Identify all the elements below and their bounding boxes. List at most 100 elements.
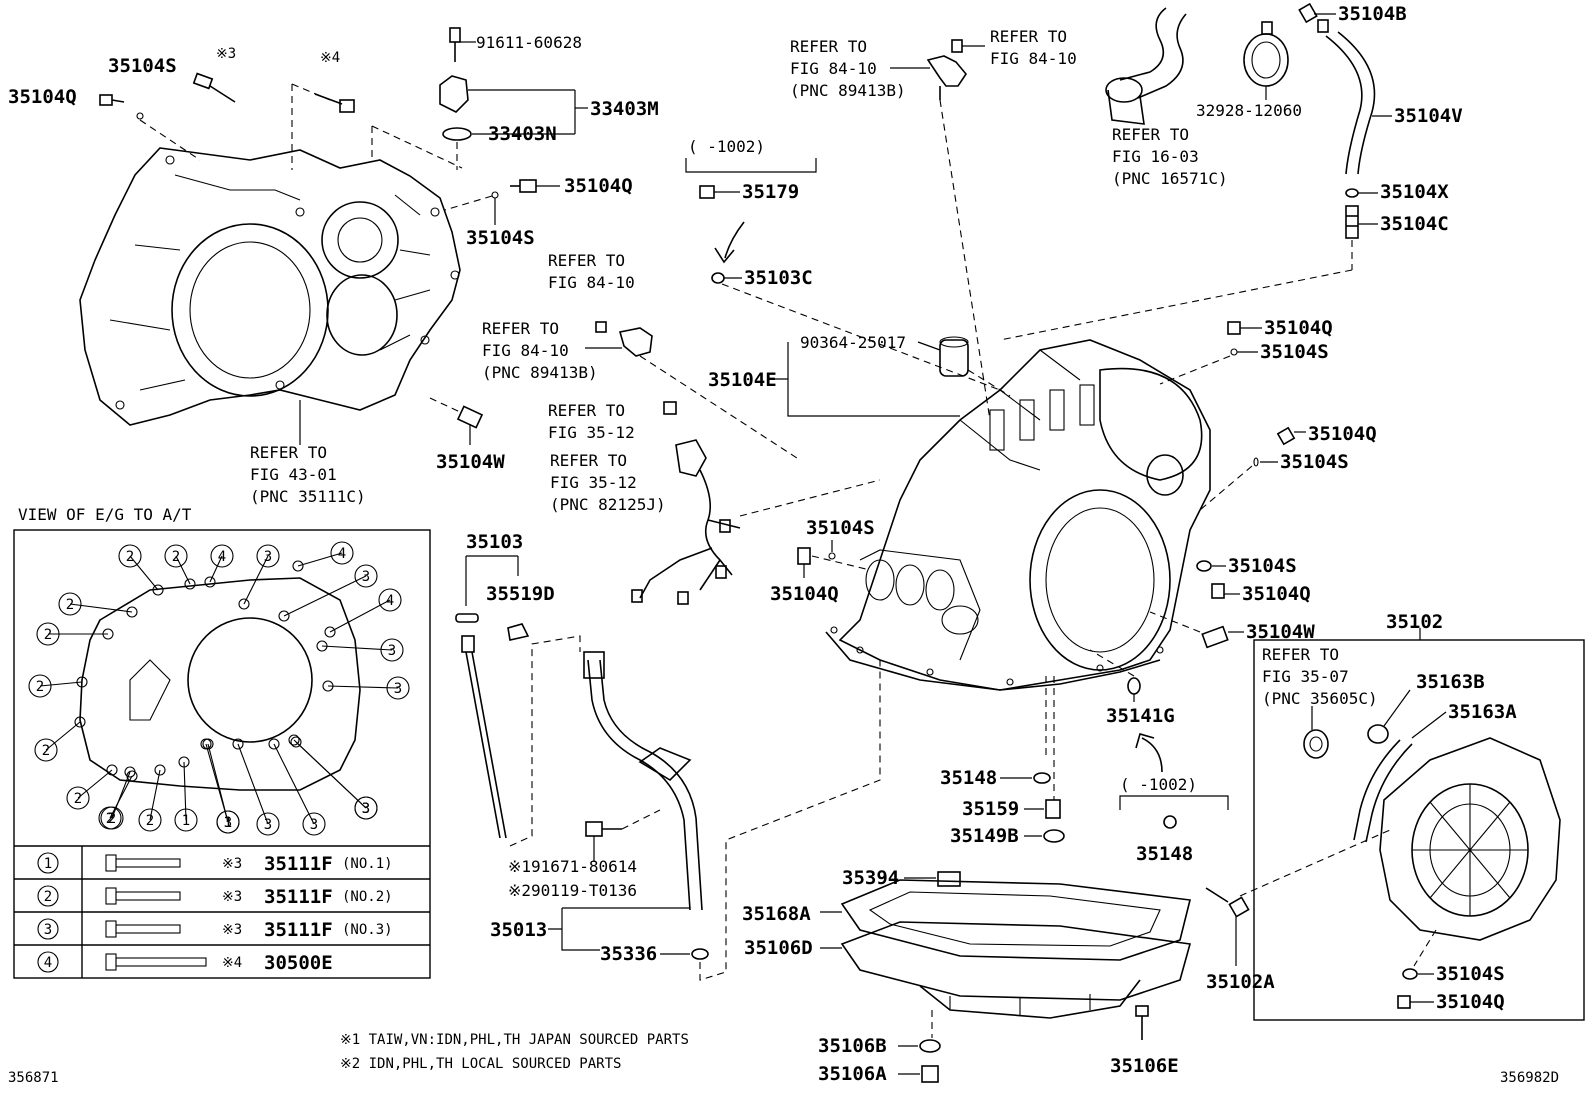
breather-plug-35104b [1298, 2, 1329, 33]
ref-fig-16-03-line1: REFER TO [1112, 125, 1189, 144]
row-part-number: 35111F [264, 853, 333, 875]
marker-label: 2 [74, 791, 82, 807]
bolt-hole [324, 626, 336, 638]
marker-leader [183, 761, 187, 821]
label-35104w: 35104W [1246, 621, 1315, 643]
marker-circle [380, 638, 404, 662]
ref-fig-84-10-d-line2: FIG 84-10 [482, 341, 569, 360]
bolt-hole [102, 628, 114, 640]
bolt-head-icon [105, 953, 117, 971]
ring-35149b [1043, 829, 1065, 843]
label-35103: 35103 [466, 531, 523, 553]
marker-leader [237, 743, 269, 825]
clamp-32928-12060 [1243, 21, 1289, 87]
dash-line [739, 479, 881, 517]
marker-label: 4 [218, 549, 226, 565]
ref-fig-35-07-line3: (PNC 35605C) [1262, 689, 1378, 708]
label-35104c: 35104C [1380, 213, 1449, 235]
bolt-hole [202, 738, 214, 750]
label-35104q: 35104Q [1436, 991, 1505, 1013]
view-marker: 3 [268, 738, 326, 836]
ref-fig-43-01-line1: REFER TO [250, 443, 327, 462]
ref-fig-16-03-line2: FIG 16-03 [1112, 147, 1199, 166]
leader-line [1383, 689, 1411, 727]
bolt-m3 [192, 72, 236, 103]
marker-leader [283, 575, 367, 617]
ref-fig-84-10-a-line1: REFER TO [790, 37, 867, 56]
label-91611-60628: 91611-60628 [476, 33, 582, 52]
marker-leader [329, 599, 391, 633]
ref-fig-35-12-b-line1: REFER TO [550, 451, 627, 470]
label-33403n: 33403N [488, 123, 557, 145]
dash-line [1413, 929, 1437, 967]
label-35102a: 35102A [1206, 971, 1275, 993]
speed-sensor-mid [595, 321, 653, 357]
view-marker: 2 [34, 716, 86, 762]
filler-tube-35013 [583, 651, 703, 911]
view-title: VIEW OF E/G TO A/T [18, 505, 192, 524]
marker-circle [210, 544, 234, 568]
range-bracket [1119, 795, 1229, 810]
marker-leader [109, 775, 133, 819]
label-91671-80614: ※191671-80614 [508, 857, 637, 876]
gasket-35106b [919, 1039, 941, 1053]
marker-leader [321, 645, 393, 651]
marker-circle [378, 588, 402, 612]
marker-label: 2 [106, 811, 114, 827]
view-marker: 2 [100, 766, 136, 830]
marker-label: 1 [182, 813, 190, 829]
label-35104q: 35104Q [564, 175, 633, 197]
marker-label: 3 [264, 549, 272, 565]
view-box [13, 529, 431, 979]
washer-35104s [1253, 457, 1259, 467]
label-mark-4: ※4 [320, 50, 340, 66]
marker-label: 3 [388, 643, 396, 659]
o-ring-35104s [1196, 560, 1212, 572]
bolt-hole [322, 680, 334, 692]
marker-circle [100, 806, 124, 830]
dash-line [139, 119, 201, 161]
bolt-head-icon [105, 887, 117, 905]
ref-fig-43-01-line2: FIG 43-01 [250, 465, 337, 484]
dash-line [939, 99, 991, 421]
marker-circle [58, 592, 82, 616]
label-35106b: 35106B [818, 1035, 887, 1057]
bolt-35106e [1135, 1005, 1149, 1040]
label-35104x: 35104X [1380, 181, 1449, 203]
marker-label: 3 [224, 815, 232, 831]
dash-line [429, 397, 461, 413]
marker-circle [354, 564, 378, 588]
label-35104e: 35104E [708, 369, 777, 391]
transmission-case-35104e [825, 339, 1211, 691]
speed-sensor-top [926, 39, 967, 100]
label-90364-25017: 90364-25017 [800, 333, 906, 352]
washer-35104x [1345, 188, 1359, 198]
label-35148: 35148 [1136, 843, 1193, 865]
ref-fig-84-10-d-line3: (PNC 89413B) [482, 363, 598, 382]
view-marker: 2 [118, 544, 164, 596]
dash-line [1239, 829, 1391, 897]
pin-35104w-left [456, 405, 484, 429]
label-35104w: 35104W [436, 451, 505, 473]
view-marker: 4 [292, 541, 354, 572]
bolt-shank-icon [115, 957, 207, 967]
image-code-left: 356871 [8, 1070, 59, 1086]
dash-line [621, 809, 661, 830]
extension-housing-box [1253, 639, 1585, 1021]
marker-label: 2 [108, 811, 116, 827]
o-ring-35141g [1127, 677, 1141, 695]
row-part-number: 35111F [264, 919, 333, 941]
marker-circle [118, 544, 142, 568]
bolt-hole [184, 578, 196, 590]
row-number: 3 [44, 922, 52, 938]
o-ring-35104s [1402, 968, 1418, 980]
label-35104s: 35104S [1228, 555, 1297, 577]
bolt-35104q [1397, 995, 1411, 1009]
union-35104c [1345, 205, 1359, 239]
marker-label: 3 [264, 817, 272, 833]
marker-label: 3 [362, 569, 370, 585]
marker-circle [256, 812, 280, 836]
view-marker: 3 [232, 738, 280, 836]
